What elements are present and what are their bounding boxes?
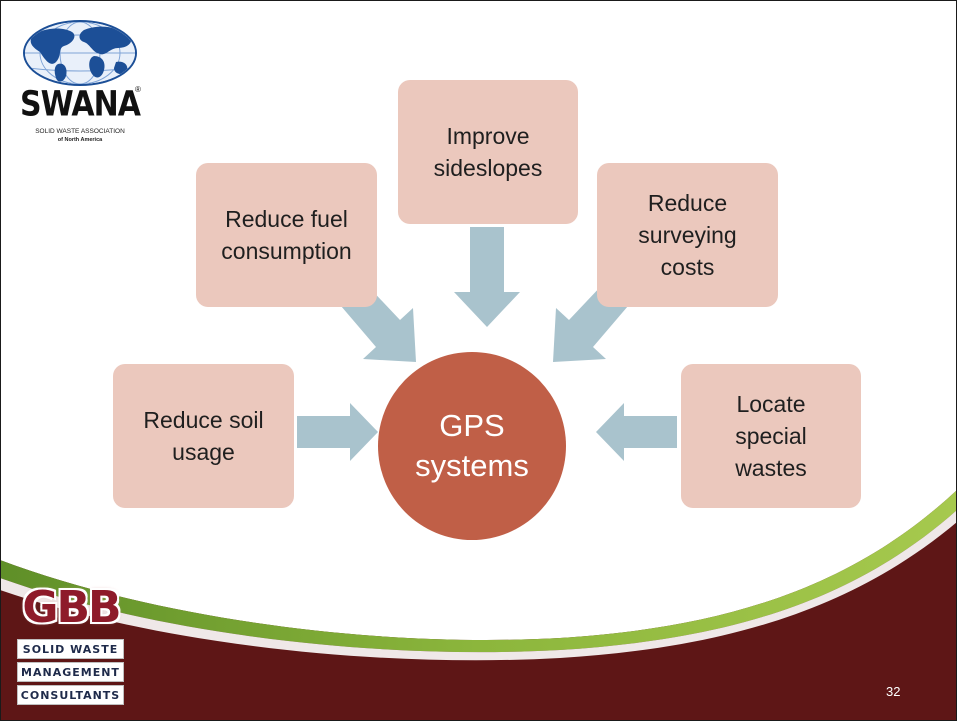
box-improve-sideslopes: Improve sideslopes — [398, 80, 578, 224]
gbb-letters: GBB — [22, 582, 121, 633]
box-reduce-fuel: Reduce fuel consumption — [196, 163, 377, 307]
swana-tagline: SOLID WASTE ASSOCIATION of North America — [18, 128, 142, 144]
swana-registered-mark: ® — [135, 85, 141, 94]
box-label-line: Locate — [736, 391, 806, 417]
swana-tagline-line1: SOLID WASTE ASSOCIATION — [35, 128, 125, 135]
box-label-line: Reduce fuel — [225, 206, 348, 232]
box-reduce-soil: Reduce soil usage — [113, 364, 294, 508]
box-label-line: wastes — [735, 455, 807, 481]
box-label-line: consumption — [221, 238, 352, 264]
arrow-left — [297, 403, 378, 461]
footer-maroon-band — [0, 490, 957, 721]
box-reduce-surveying: Reduce surveying costs — [597, 163, 778, 307]
center-label-line: GPS — [439, 408, 505, 443]
gbb-logo: GBB SOLID WASTE MANAGEMENT CONSULTANTS — [11, 584, 129, 710]
box-label-line: sideslopes — [433, 155, 543, 181]
swana-tagline-line2: of North America — [57, 137, 103, 143]
box-label-line: costs — [660, 254, 715, 280]
box-label-line: Reduce soil — [143, 407, 264, 433]
gbb-row-management: MANAGEMENT — [17, 662, 124, 682]
box-locate-wastes: Locate special wastes — [681, 364, 861, 508]
arrow-top — [454, 227, 520, 327]
swana-wordmark: SWANA — [20, 84, 141, 125]
center-gps-systems: GPS systems — [378, 352, 566, 540]
arrow-right — [596, 403, 677, 461]
gbb-row-consultants: CONSULTANTS — [17, 685, 124, 705]
box-label-line: usage — [172, 439, 235, 465]
box-label-line: surveying — [638, 222, 737, 248]
gbb-row-solid-waste: SOLID WASTE — [17, 639, 124, 659]
center-label-line: systems — [415, 448, 529, 483]
page-number: 32 — [886, 684, 901, 699]
box-label-line: Improve — [446, 123, 530, 149]
box-label-line: special — [735, 423, 807, 449]
box-label-line: Reduce — [647, 190, 728, 216]
swana-logo: SWANA ® SOLID WASTE ASSOCIATION of North… — [18, 18, 142, 148]
globe-icon — [23, 20, 137, 86]
